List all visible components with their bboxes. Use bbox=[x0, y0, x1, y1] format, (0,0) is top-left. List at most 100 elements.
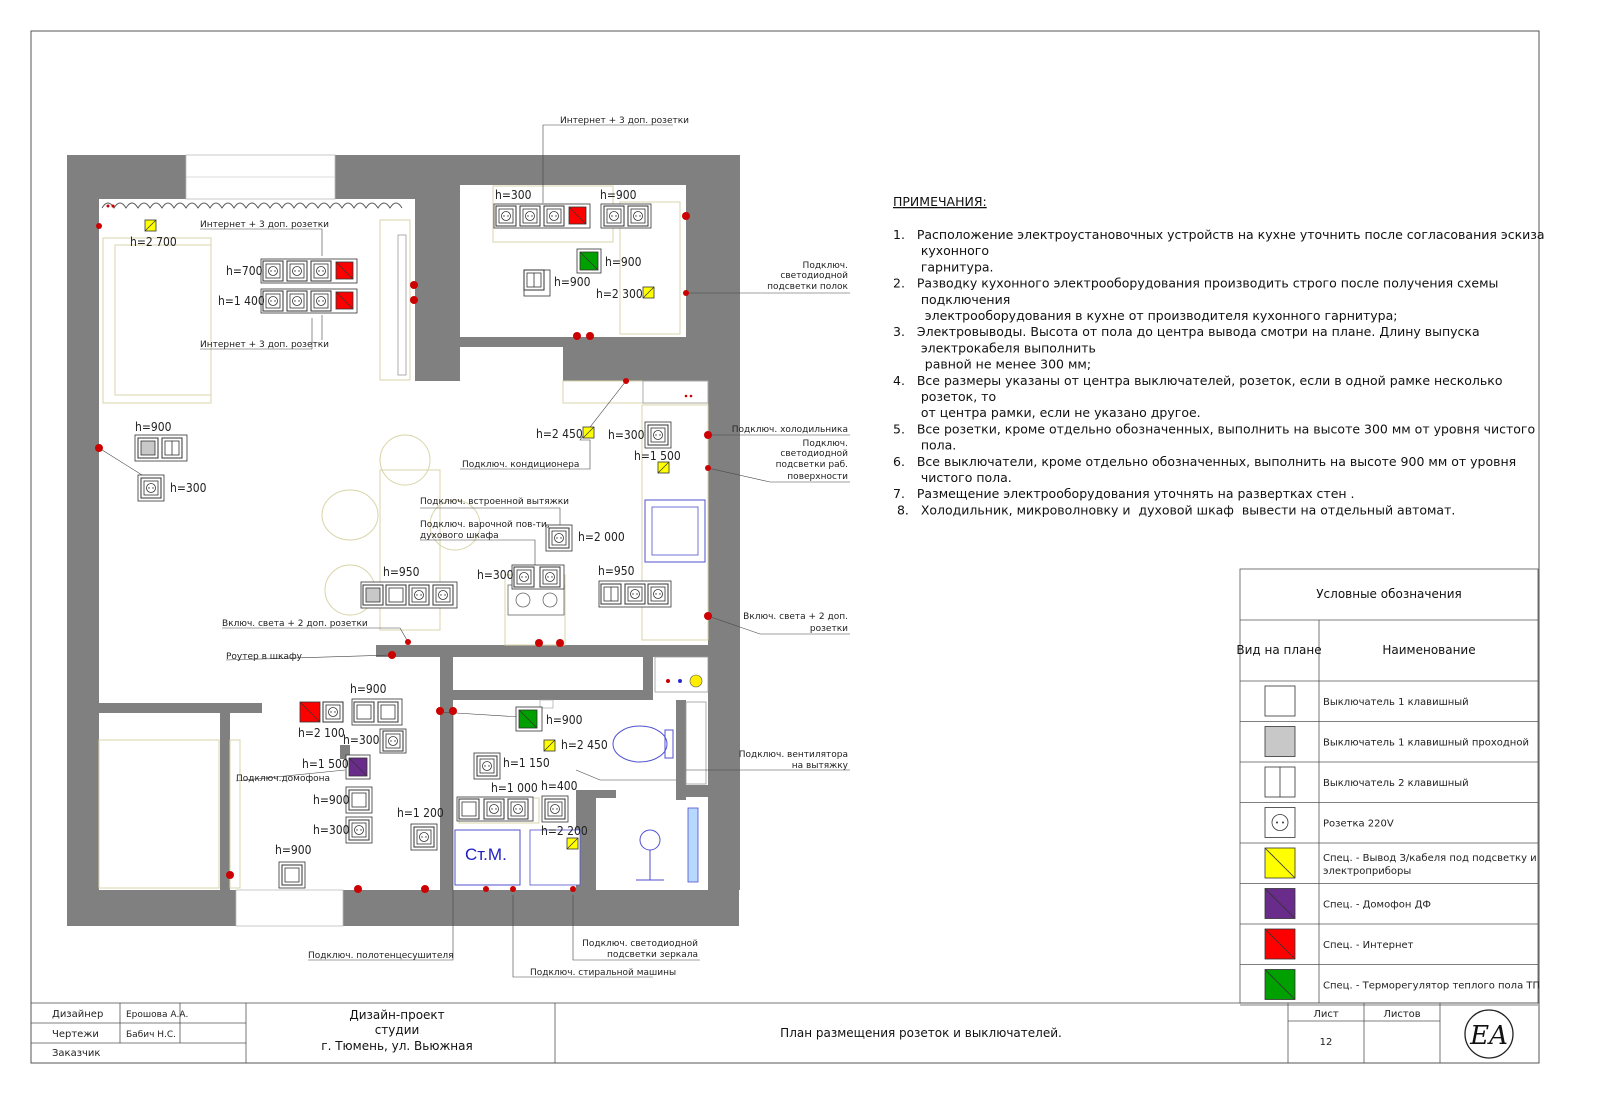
label-fan-1: Подключ. вентилятора bbox=[739, 750, 848, 760]
legend-item-name: Спец. - Домофон ДФ bbox=[1323, 900, 1431, 911]
floor-plan bbox=[67, 154, 740, 927]
note-line: 2. Разводку кухонного электрооборудовани… bbox=[893, 276, 1498, 291]
legend-item-name: Спец. - Вывод З/кабеля под подсветку и bbox=[1323, 853, 1537, 864]
legend-row: Спец. - Интернет bbox=[1240, 928, 1538, 965]
legend-row: электроприборы Спец. - Вывод З/кабеля под… bbox=[1240, 847, 1538, 884]
label-bath-h2200: h=2 200 bbox=[541, 824, 588, 838]
label-h1500: h=1 500 bbox=[634, 449, 681, 463]
legend-item-name: Розетка 220V bbox=[1323, 819, 1394, 830]
legend-col-name: Наименование bbox=[1382, 643, 1475, 657]
label-fan-2: на вытяжку bbox=[792, 761, 849, 771]
legend-item-name: Спец. - Интернет bbox=[1323, 940, 1414, 951]
label-shelf-light-2: светодиодной bbox=[780, 271, 848, 281]
label-living-internet1: Интернет + 3 доп. розетки bbox=[200, 220, 329, 230]
device-symbols bbox=[134, 203, 672, 889]
note-line: 7. Размещение электрооборудования уточня… bbox=[893, 486, 1355, 501]
legend-symbol bbox=[1264, 685, 1296, 717]
label-k-h900: h=900 bbox=[600, 188, 637, 202]
note-line: подключения bbox=[893, 292, 1010, 307]
legend-item-name-cont: электроприборы bbox=[1323, 866, 1411, 877]
legend-row: Выключатель 1 клавишный проходной bbox=[1240, 726, 1538, 763]
label-l-h300: h=300 bbox=[170, 481, 207, 495]
label-cooktop-1: Подключ. варочной пов-ти, bbox=[420, 520, 550, 530]
legend-item-name: Спец. - Терморегулятор теплого пола ТП bbox=[1323, 981, 1540, 992]
label-fridge-h300: h=300 bbox=[608, 428, 645, 442]
label-light-left: Включ. света + 2 доп. розетки bbox=[222, 619, 368, 629]
legend-symbol bbox=[1264, 726, 1296, 757]
legend-symbol bbox=[1264, 807, 1296, 838]
label-l-h900: h=900 bbox=[135, 420, 172, 434]
label-bath-h2450: h=2 450 bbox=[561, 738, 608, 752]
legend-row: Спец. - Терморегулятор теплого пола ТП bbox=[1240, 969, 1540, 1006]
note-line: пола. bbox=[893, 438, 956, 453]
label-bath-h900: h=900 bbox=[546, 713, 583, 727]
note-line: гарнитура. bbox=[893, 259, 994, 274]
note-line: кухонного bbox=[893, 243, 989, 258]
note-line: 5. Все розетки, кроме отдельно обозначен… bbox=[893, 421, 1535, 436]
tb-role3: Заказчик bbox=[52, 1048, 100, 1059]
legend-row: Розетка 220V bbox=[1240, 807, 1538, 844]
label-c-h950: h=950 bbox=[383, 565, 420, 579]
note-line: 1. Расположение электроустановочных устр… bbox=[893, 227, 1545, 242]
tb-sheet-no: 12 bbox=[1320, 1037, 1333, 1048]
label-hall-h900c: h=900 bbox=[275, 843, 312, 857]
label-intercom: Подключ.домофона bbox=[236, 774, 330, 784]
tb-project-l2: студии bbox=[375, 1023, 420, 1037]
label-hall-h1500: h=1 500 bbox=[302, 757, 349, 771]
note-line: 6. Все выключатели, кроме отдельно обозн… bbox=[893, 454, 1516, 469]
label-living-internet2: Интернет + 3 доп. розетки bbox=[200, 340, 329, 350]
legend-col-view: Вид на плане bbox=[1236, 643, 1321, 657]
label-c-h300: h=300 bbox=[477, 568, 514, 582]
label-bath-h400: h=400 bbox=[541, 779, 578, 793]
notes-lines: 1. Расположение электроустановочных устр… bbox=[893, 227, 1545, 517]
tb-name1: Ерошова А.А. bbox=[126, 1010, 188, 1020]
connection-points bbox=[95, 204, 712, 893]
label-hall-h1200: h=1 200 bbox=[397, 806, 444, 820]
label-work-light-2: светодиодной bbox=[780, 449, 848, 459]
tb-list-label: Лист bbox=[1313, 1009, 1339, 1020]
note-line: розеток, то bbox=[893, 389, 996, 404]
tb-project-l1: Дизайн-проект bbox=[349, 1008, 444, 1022]
label-work-light-3: подсветки раб. bbox=[776, 460, 848, 470]
note-line: чистого пола. bbox=[893, 470, 1012, 485]
label-r-h950: h=950 bbox=[598, 564, 635, 578]
label-mirror-1: Подключ. светодиодной bbox=[582, 939, 698, 949]
label-work-light-1: Подключ. bbox=[803, 439, 848, 449]
legend-item-name: Выключатель 1 клавишный проходной bbox=[1323, 738, 1529, 749]
plan-labels: Интернет + 3 доп. розетки Интернет + 3 д… bbox=[130, 116, 849, 978]
legend-item-name: Выключатель 2 клавишный bbox=[1323, 778, 1469, 789]
label-ac: Подключ. кондиционера bbox=[462, 460, 579, 470]
walls bbox=[67, 155, 740, 926]
label-work-light-4: поверхности bbox=[787, 472, 848, 482]
label-hall-h300: h=300 bbox=[343, 733, 380, 747]
notes-block: ПРИМЕЧАНИЯ: 1. Расположение электроустан… bbox=[893, 194, 1545, 517]
label-h2000: h=2 000 bbox=[578, 530, 625, 544]
label-washer-text: Ст.М. bbox=[465, 845, 507, 864]
label-fridge: Подключ. холодильника bbox=[732, 425, 848, 435]
tb-name2: Бабич Н.С. bbox=[126, 1030, 176, 1040]
label-shelf-light-3: подсветки полок bbox=[767, 282, 848, 292]
label-k-h900c: h=900 bbox=[554, 275, 591, 289]
notes-title: ПРИМЕЧАНИЯ: bbox=[893, 194, 987, 209]
label-k-h300: h=300 bbox=[495, 188, 532, 202]
title-block bbox=[30, 1002, 1540, 1064]
tb-project-l3: г. Тюмень, ул. Вьюжная bbox=[321, 1039, 472, 1053]
legend-table: Условные обозначения Вид на плане Наимен… bbox=[1236, 568, 1540, 1006]
label-h700: h=700 bbox=[226, 264, 263, 278]
note-line: электрокабеля выполнить bbox=[893, 340, 1096, 355]
label-h2700: h=2 700 bbox=[130, 235, 177, 249]
note-line: электрооборудования в кухне от производи… bbox=[893, 308, 1398, 323]
label-light-right-1: Включ. света + 2 доп. bbox=[743, 612, 848, 622]
label-light-right-2: розетки bbox=[810, 624, 848, 634]
note-line: 8. Холодильник, микроволновку и духовой … bbox=[893, 502, 1455, 517]
label-k-h2300: h=2 300 bbox=[596, 287, 643, 301]
label-router: Роутер в шкафу bbox=[226, 652, 303, 662]
label-hall-h300b: h=300 bbox=[313, 823, 350, 837]
label-washer: Подключ. стиральной машины bbox=[530, 968, 676, 978]
tb-role1: Дизайнер bbox=[52, 1009, 103, 1020]
tb-role2: Чертежи bbox=[52, 1029, 99, 1040]
label-hall-h900b: h=900 bbox=[313, 793, 350, 807]
label-h1400: h=1 400 bbox=[218, 294, 265, 308]
